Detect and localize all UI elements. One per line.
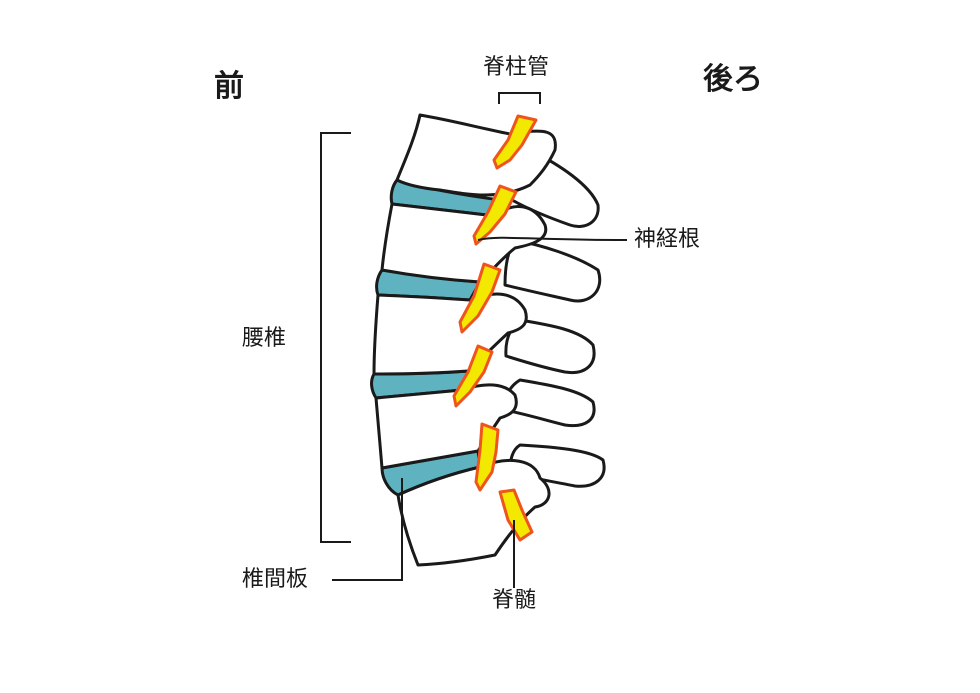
process-2 — [503, 238, 602, 303]
label-disc: 椎間板 — [242, 567, 309, 592]
cord-segment-6 — [498, 488, 534, 542]
cord-segment-3 — [458, 262, 502, 334]
disc-leader — [332, 478, 403, 581]
label-lumbar: 腰椎 — [242, 326, 287, 351]
cord-segment-1 — [492, 114, 538, 170]
process-4 — [503, 378, 596, 428]
label-back: 後ろ — [703, 62, 763, 97]
label-spinal-cord: 脊髄 — [492, 588, 537, 613]
spinal-cord — [452, 114, 538, 542]
label-front: 前 — [214, 69, 244, 104]
discs — [370, 178, 502, 497]
spinal-canal-bracket — [498, 92, 541, 104]
cord-segment-5 — [474, 422, 500, 492]
label-nerve-root: 神経根 — [634, 227, 701, 252]
cord-segment-2 — [472, 184, 518, 246]
nerve-root-leader — [477, 236, 628, 241]
lumbar-bracket — [320, 132, 351, 543]
cord-segment-4 — [452, 344, 494, 408]
process-3 — [504, 318, 596, 375]
label-spinal-canal: 脊柱管 — [483, 55, 550, 80]
vertebral-bodies — [372, 113, 557, 567]
vertebra-3 — [372, 292, 528, 376]
